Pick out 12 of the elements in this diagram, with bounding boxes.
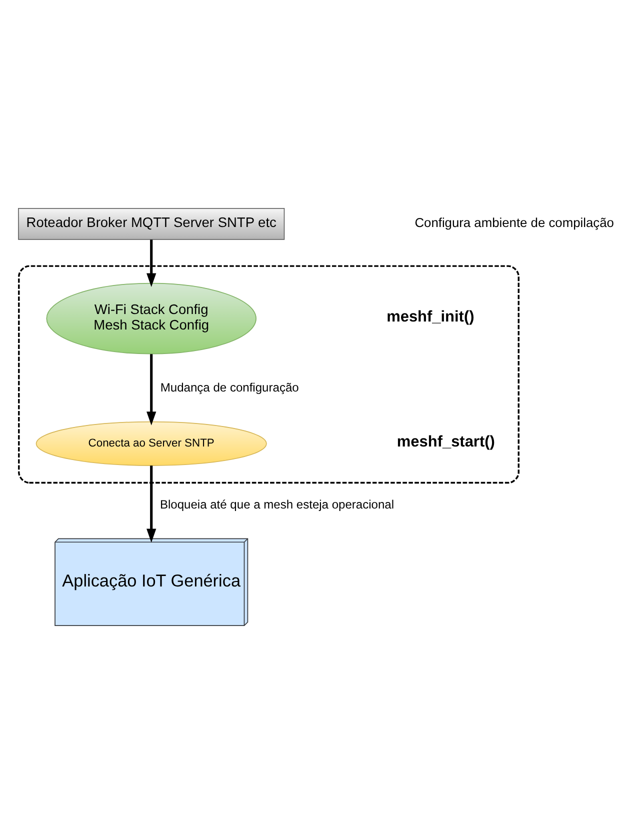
edge-label: Mudança de configuração (160, 380, 299, 394)
node-ellipse: Wi-Fi Stack Config Mesh Stack Config (46, 282, 256, 354)
arrow (146, 354, 156, 425)
node-ellipse: Conecta ao Server SNTP (36, 420, 267, 466)
label: meshf_start() (396, 433, 495, 450)
node-box: Roteador Broker MQTT Server SNTP etc (18, 208, 285, 240)
cluster (18, 264, 520, 484)
edge-label: Bloqueia até que a mesh esteja operacional (160, 496, 394, 511)
label: meshf_init() (386, 308, 474, 325)
arrow (146, 465, 156, 542)
label: Configura ambiente de compilação (414, 214, 614, 230)
arrow (146, 239, 156, 287)
